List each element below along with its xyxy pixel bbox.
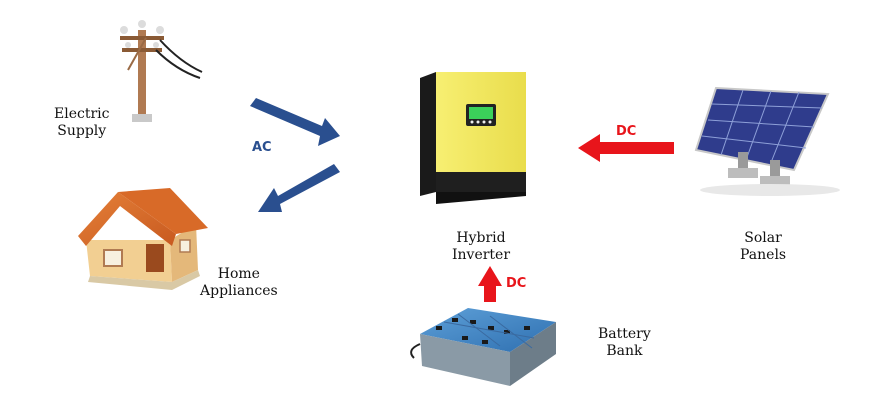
utility-pole-icon: [120, 20, 203, 122]
solar-panel-icon: [694, 86, 840, 196]
dc-arrow-solar: [578, 134, 674, 162]
label-battery-bank: Battery Bank: [598, 326, 651, 360]
label-electric-supply: Electric Supply: [54, 106, 109, 140]
label-line: Bank: [606, 343, 643, 359]
ac-flow-label: AC: [252, 140, 272, 155]
battery-bank-icon: [410, 308, 556, 386]
house-icon: [78, 188, 208, 290]
dc-arrow-battery: [478, 266, 502, 302]
label-line: Supply: [57, 123, 107, 139]
label-line: Home: [217, 266, 260, 282]
label-line: Hybrid: [456, 230, 506, 246]
hybrid-inverter-icon: [420, 72, 526, 204]
ac-arrow-in: [250, 98, 340, 146]
label-home-appliances: Home Appliances: [200, 266, 278, 300]
ac-arrow-out: [258, 164, 340, 212]
label-hybrid-inverter: Hybrid Inverter: [452, 230, 510, 264]
label-line: Battery: [598, 326, 651, 342]
label-line: Panels: [740, 247, 787, 263]
dc-battery-flow-label: DC: [506, 276, 527, 291]
label-line: Solar: [744, 230, 782, 246]
label-solar-panels: Solar Panels: [740, 230, 786, 264]
label-line: Electric: [54, 106, 110, 122]
dc-solar-flow-label: DC: [616, 124, 637, 139]
label-line: Inverter: [452, 247, 511, 263]
label-line: Appliances: [200, 283, 278, 299]
